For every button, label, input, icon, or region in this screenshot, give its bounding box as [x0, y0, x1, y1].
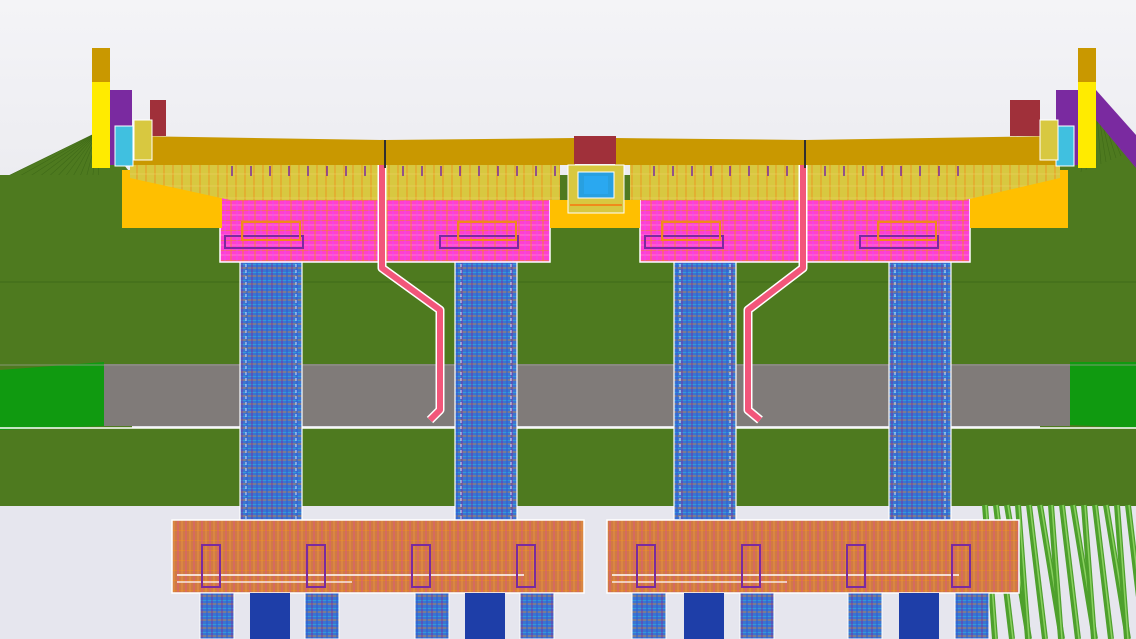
hatch-line [8, 131, 99, 183]
footing-stirrup [411, 544, 431, 588]
cap-column-cage [457, 221, 517, 241]
pile-stem [1081, 504, 1097, 639]
left-verge [0, 362, 104, 430]
column-4 [888, 257, 952, 524]
pile-stem-highlight [1062, 504, 1080, 639]
pile-4 [519, 592, 555, 639]
pile-stem-highlight [1095, 504, 1113, 639]
deck-shear-studs [231, 166, 959, 176]
footing-stirrup [741, 544, 761, 588]
pile-3 [414, 592, 450, 639]
hatch-line [0, 131, 99, 181]
bearing-block-icon [567, 136, 625, 214]
deck-slab-left [130, 136, 575, 165]
barrier-icon [92, 48, 1136, 168]
pile-stem [1092, 504, 1114, 639]
column-2 [454, 257, 518, 524]
drain-pipe-2 [745, 165, 806, 423]
drilled-shaft-4 [899, 593, 939, 639]
cap-bottom-bar [644, 235, 724, 249]
column-3 [673, 257, 737, 524]
ground-lower [0, 428, 1136, 506]
cap-bottom-bar [859, 235, 939, 249]
pile-stem [1048, 504, 1064, 639]
pile-7 [847, 592, 883, 639]
pile-stem-highlight [1117, 504, 1129, 639]
pile-stem-highlight [1128, 504, 1136, 570]
pile-2 [304, 592, 340, 639]
drain-pipe-icon [377, 165, 808, 424]
footing-2 [606, 519, 1020, 594]
footing-stirrup [846, 544, 866, 588]
deck-rebar-right [630, 165, 1060, 200]
footing-1 [171, 519, 585, 594]
right-verge [1070, 362, 1136, 428]
columns [239, 257, 952, 524]
pile-8 [954, 592, 990, 639]
pile-stem [1114, 504, 1130, 639]
drain-pipe-1 [379, 165, 443, 423]
pile-stem-highlight [1018, 504, 1030, 639]
pile-stem-highlight [1051, 504, 1063, 639]
column-1 [239, 257, 303, 524]
deck-slab-right [615, 136, 1060, 165]
cap-column-cage [661, 221, 721, 241]
cap-bottom-bar [224, 235, 304, 249]
footing-stirrup [636, 544, 656, 588]
deck-rebar-left [130, 165, 560, 200]
cap-column-cage [877, 221, 937, 241]
drilled-shaft-1 [250, 593, 290, 639]
cap-column-cage [241, 221, 301, 241]
pile-6 [739, 592, 775, 639]
footing-stirrup [201, 544, 221, 588]
pile-stem-highlight [1084, 504, 1096, 639]
piles [199, 592, 990, 639]
pile-stem-highlight [1029, 504, 1047, 639]
drilled-shaft-3 [684, 593, 724, 639]
footing-stirrup [951, 544, 971, 588]
pile-stem [1026, 504, 1048, 639]
pile-5 [631, 592, 667, 639]
cap-bottom-bar [439, 235, 519, 249]
footing-stirrup [306, 544, 326, 588]
drilled-shaft-2 [465, 593, 505, 639]
footings [171, 519, 1020, 594]
pile-1 [199, 592, 235, 639]
footing-stirrup [516, 544, 536, 588]
pile-stem [1125, 504, 1136, 598]
pile-stem [1059, 504, 1081, 639]
